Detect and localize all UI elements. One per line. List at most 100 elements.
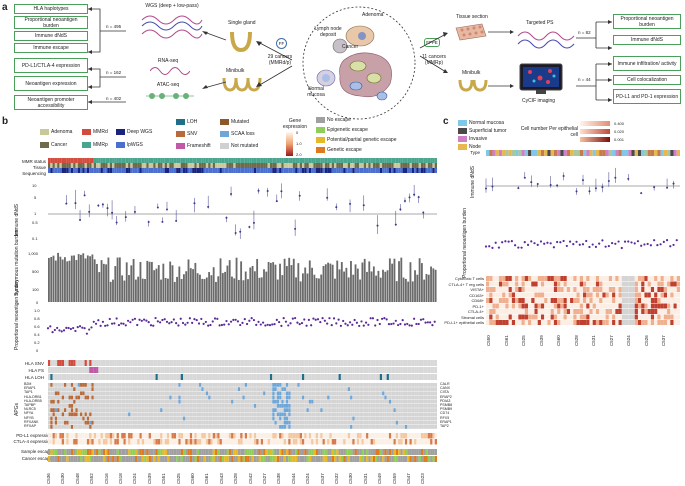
- apg-cell: [334, 395, 337, 400]
- syn-burden-bar: [105, 264, 108, 302]
- apg-cell: [219, 399, 222, 404]
- apg-cell: [267, 408, 270, 412]
- apg-cell: [263, 425, 266, 429]
- c-neo-burden-point: [559, 241, 562, 244]
- c-heatmap-cell: [511, 314, 516, 320]
- apg-cell: [80, 395, 83, 400]
- apg-cell: [299, 399, 302, 404]
- apg-cell: [343, 391, 346, 396]
- c-heatmap-cell: [615, 281, 619, 287]
- apg-cell: [169, 425, 172, 429]
- hla-snv-cell: [279, 360, 282, 366]
- c-heatmap-cell: [618, 281, 622, 287]
- apg-cell: [102, 387, 106, 391]
- c-heatmap-cell: [667, 276, 671, 281]
- c-heatmap-cell: [489, 303, 493, 309]
- apg-cell: [68, 404, 71, 408]
- apg-cell: [343, 383, 346, 387]
- apg-cell: [281, 416, 284, 421]
- c-heatmap-cell: [566, 281, 571, 287]
- apg-cell: [128, 416, 131, 421]
- c-scale-bar-3: [580, 137, 610, 142]
- apg-cell: [91, 408, 94, 412]
- syn-burden-bar: [320, 274, 323, 302]
- escape-cell: [180, 456, 184, 462]
- hla-loh-cell: [66, 374, 69, 380]
- apg-cell: [400, 416, 403, 421]
- apg-cell: [68, 408, 71, 412]
- expression-cell: [157, 433, 161, 439]
- mmr-track-cell: [61, 158, 65, 163]
- apg-cell: [414, 391, 417, 396]
- apg-cell: [226, 425, 229, 429]
- c-heatmap-cell: [592, 314, 596, 320]
- expression-cell: [347, 439, 351, 445]
- c-heatmap-cell: [589, 281, 593, 287]
- expression-cell: [116, 433, 119, 439]
- c-heatmap-cell: [563, 287, 567, 292]
- hla-loh-cell: [205, 374, 209, 380]
- expression-cell: [285, 433, 289, 439]
- c-legend-superficial: Superficial tumor: [458, 127, 507, 135]
- apg-cell: [432, 408, 435, 412]
- apg-cell: [416, 395, 419, 400]
- escape-cell: [96, 456, 99, 462]
- expression-cell: [247, 433, 250, 439]
- apg-cell: [118, 416, 122, 421]
- mmr-track-cell: [123, 158, 126, 163]
- c-heatmap-cell: [498, 303, 503, 309]
- tissue-track-cell: [64, 163, 67, 168]
- apg-cell: [276, 395, 280, 400]
- sample-escape-label: Sample escape: [20, 449, 52, 454]
- apg-cell: [162, 399, 165, 404]
- apg-cell: [130, 404, 133, 408]
- apg-cell: [128, 404, 131, 408]
- apg-cell: [212, 387, 216, 391]
- apg-cell: [416, 383, 419, 387]
- apg-cell: [269, 391, 273, 396]
- apg-cell: [297, 395, 300, 400]
- neo-burden-point: [385, 318, 388, 321]
- c-neo-burden-point: [520, 246, 523, 249]
- apg-cell: [416, 404, 419, 408]
- hla-loh-cell: [425, 374, 428, 380]
- legend-adenoma: Adenoma: [40, 128, 72, 136]
- apg-cell: [322, 387, 325, 391]
- apg-cell: [224, 416, 227, 421]
- apg-cell: [180, 420, 184, 425]
- hla-snv-cell: [199, 360, 202, 366]
- apg-cell: [96, 425, 99, 429]
- apg-cell: [205, 420, 209, 425]
- apg-cell: [356, 412, 360, 417]
- box-right-colocalization: Cell colocalization: [613, 75, 681, 85]
- apg-cell: [201, 420, 204, 425]
- hla-snv-cell: [192, 360, 195, 366]
- apg-cell: [384, 404, 387, 408]
- hla-snv-cell: [98, 360, 101, 366]
- escape-cell: [251, 456, 254, 462]
- apg-cell: [370, 412, 373, 417]
- mmr-track-cell: [112, 158, 115, 163]
- apg-cell: [100, 391, 103, 396]
- apg-cell: [331, 412, 335, 417]
- apg-cell: [411, 408, 415, 412]
- apg-cell: [354, 395, 357, 400]
- apg-cell: [258, 420, 261, 425]
- apg-cell: [132, 425, 135, 429]
- escape-cell: [363, 449, 367, 455]
- hla-snv-cell: [386, 360, 389, 366]
- apg-cell: [345, 416, 348, 421]
- apg-cell: [388, 404, 392, 408]
- apg-cell: [146, 408, 149, 412]
- tissue-track-cell: [318, 163, 321, 168]
- apg-cell: [48, 399, 51, 404]
- c-heatmap-cell: [498, 281, 503, 287]
- apg-cell: [366, 412, 369, 417]
- legend-mutated: Mutated: [220, 118, 249, 126]
- hla-loh-cell: [242, 374, 245, 380]
- c-immune-dnds-point: [666, 186, 669, 189]
- hla-fs-cell: [144, 367, 147, 373]
- hla-snv-cell: [336, 360, 339, 366]
- hla-loh-cell: [251, 374, 254, 380]
